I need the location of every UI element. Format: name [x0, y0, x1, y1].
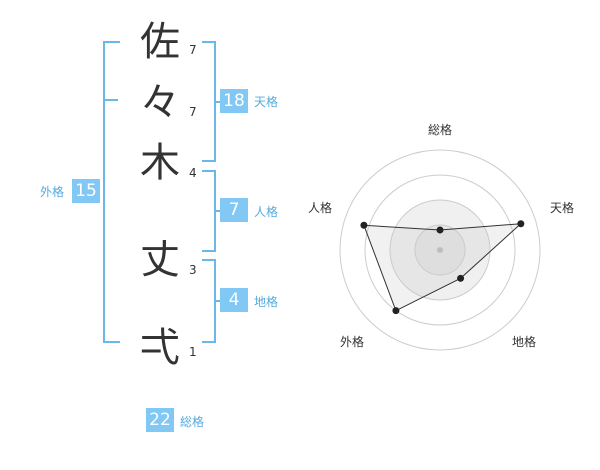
gaikaku-label: 外格 — [40, 185, 65, 199]
chikaku-connector — [214, 300, 220, 302]
radar-center-dot — [437, 247, 443, 253]
radar-point-4 — [392, 307, 400, 315]
name-character-2: 々 — [140, 80, 180, 126]
gaikaku-bracket — [103, 41, 120, 343]
tenkaku-badge: 18 — [220, 89, 248, 113]
name-character-3: 木 — [140, 140, 180, 186]
stroke-count-1: 7 — [189, 43, 197, 57]
name-character-5: 弌 — [140, 325, 180, 371]
soukaku-label: 総格 — [180, 415, 205, 429]
radar-point-1 — [436, 226, 444, 234]
jinkaku-label: 人格 — [254, 205, 279, 219]
radar-series-polygon — [363, 223, 523, 312]
radar-axis-label-jinkaku: 人格 — [308, 201, 333, 215]
radar-axis-label-tenkaku: 天格 — [550, 201, 575, 215]
radar-point-2 — [517, 220, 525, 228]
soukaku-badge: 22 — [146, 408, 174, 432]
jinkaku-badge: 7 — [220, 198, 248, 222]
name-character-1: 佐 — [140, 19, 180, 65]
jinkaku-connector — [214, 210, 220, 212]
name-character-4: 丈 — [140, 237, 180, 283]
stroke-count-4: 3 — [189, 263, 197, 277]
tenkaku-connector — [214, 101, 220, 103]
stroke-count-2: 7 — [189, 105, 197, 119]
stroke-count-5: 1 — [189, 345, 197, 359]
stroke-count-3: 4 — [189, 166, 197, 180]
chikaku-badge: 4 — [220, 288, 248, 312]
radar-point-5 — [360, 221, 368, 229]
gaikaku-badge: 15 — [72, 179, 100, 203]
tenkaku-label: 天格 — [254, 95, 279, 109]
radar-point-3 — [457, 274, 465, 282]
radar-axis-label-soukaku: 総格 — [428, 123, 453, 137]
radar-axis-label-chikaku: 地格 — [512, 335, 537, 349]
gaikaku-bracket-tick — [103, 99, 118, 101]
chikaku-label: 地格 — [254, 295, 279, 309]
radar-axis-label-gaikaku: 外格 — [340, 335, 365, 349]
